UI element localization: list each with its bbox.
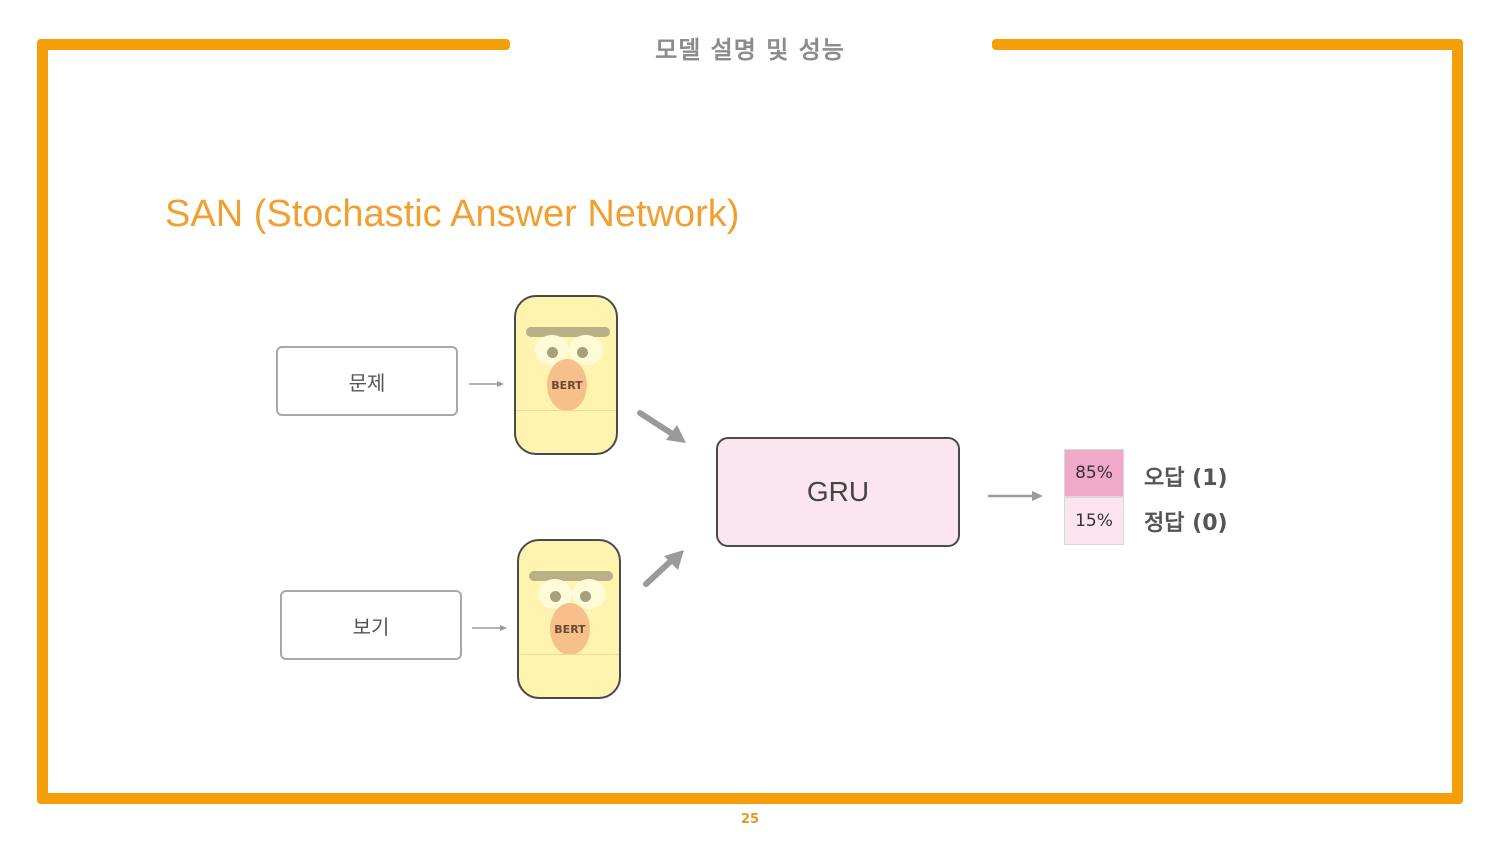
output-label-correct: 정답 (0) [1144,511,1228,536]
bert-encoder-question: BERT [514,295,618,455]
input-box-question: 문제 [276,346,458,416]
arrow-gru-to-output-icon [988,491,1043,501]
bert-eye [580,591,591,602]
bert-eye [547,347,558,358]
gru-box: GRU [716,437,960,547]
arrow-bert2-to-gru-icon [643,550,684,587]
input-label-question: 문제 [348,370,386,395]
bert-label: BERT [554,622,586,636]
slide-header-title: 모델 설명 및 성능 [655,36,845,64]
bert-encoder-options: BERT [517,539,621,699]
prob-value-correct: 15% [1075,511,1113,531]
bert-chin-line [516,410,616,411]
bert-label: BERT [551,378,583,392]
bert-nose: BERT [550,603,590,655]
bert-brow [526,327,610,337]
arrow-bert1-to-gru-icon [637,410,686,443]
input-box-options: 보기 [280,590,462,660]
bert-eye [577,347,588,358]
prob-value-wrong: 85% [1075,463,1113,483]
prob-cell-correct: 15% [1064,497,1124,545]
frame-top-left [37,39,510,50]
prob-cell-wrong: 85% [1064,449,1124,497]
arrow-options-to-bert-icon [472,625,507,631]
gru-label: GRU [806,476,870,507]
frame-left [37,39,48,804]
frame-right [1452,39,1463,804]
page-number: 25 [740,812,760,827]
frame-bottom [37,793,1463,804]
bert-nose: BERT [547,359,587,411]
bert-brow [529,571,613,581]
bert-eye [550,591,561,602]
frame-top-right [992,39,1463,50]
arrow-question-to-bert-icon [469,381,504,387]
output-label-wrong: 오답 (1) [1144,466,1228,491]
input-label-options: 보기 [352,614,390,639]
bert-chin-line [519,654,619,655]
section-title: SAN (Stochastic Answer Network) [165,193,740,235]
